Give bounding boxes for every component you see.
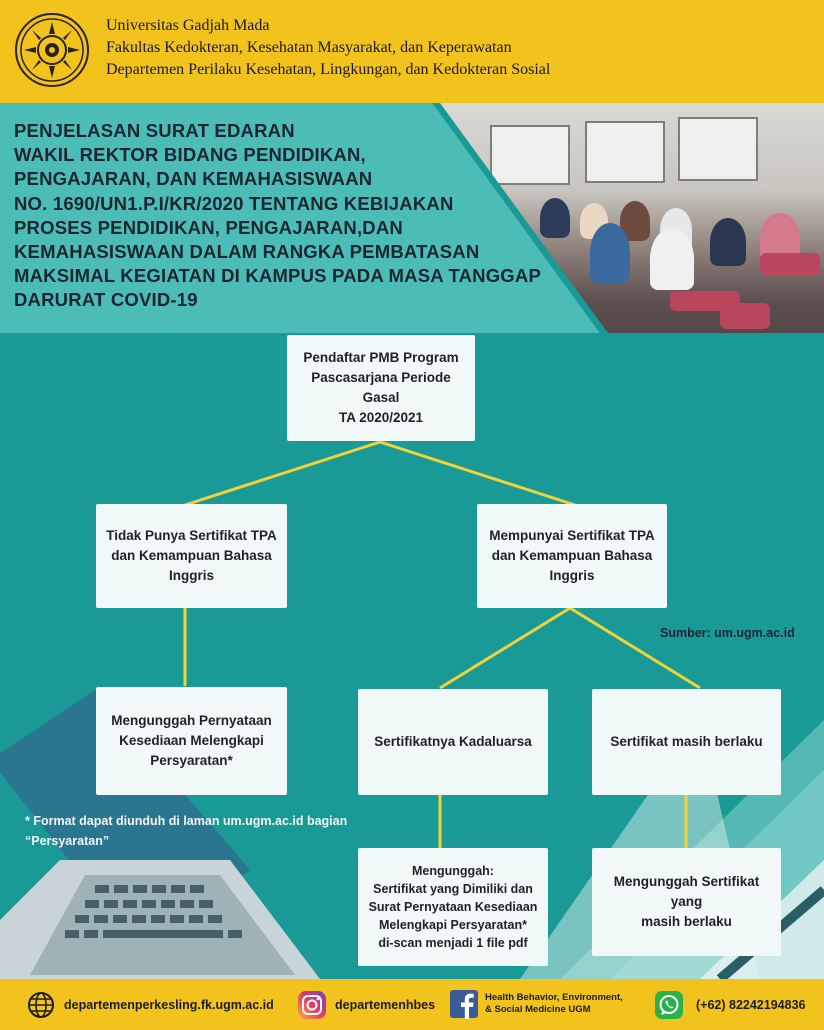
title-band: PENJELASAN SURAT EDARAN WAKIL REKTOR BID… (0, 103, 824, 333)
box-text: Mengunggah: Sertifikat yang Dimiliki dan… (368, 864, 538, 950)
facebook-icon (450, 990, 478, 1019)
connector-root-right (379, 440, 576, 507)
whatsapp-label: (+62) 82242194836 (696, 998, 806, 1012)
box-certificate-valid: Sertifikat masih berlaku (592, 689, 781, 795)
footer-facebook[interactable]: Health Behavior, Environment, & Social M… (449, 989, 623, 1019)
box-root-applicants: Pendaftar PMB Program Pascasarjana Perio… (287, 335, 475, 441)
box-no-certificate: Tidak Punya Sertifikat TPA dan Kemampuan… (96, 504, 287, 608)
box-upload-statement: Mengunggah Pernyataan Kesediaan Melengka… (96, 687, 287, 795)
box-text: Tidak Punya Sertifikat TPA dan Kemampuan… (106, 528, 277, 583)
box-upload-owned-certificate: Mengunggah: Sertifikat yang Dimiliki dan… (358, 848, 548, 966)
box-text: Mengunggah Sertifikat yang masih berlaku (613, 874, 760, 929)
department-name: Departemen Perilaku Kesehatan, Lingkunga… (106, 61, 551, 78)
box-has-certificate: Mempunyai Sertifikat TPA dan Kemampuan B… (477, 504, 667, 608)
title-line: MAKSIMAL KEGIATAN DI KAMPUS PADA MASA TA… (14, 265, 541, 287)
box-text: Mempunyai Sertifikat TPA dan Kemampuan B… (489, 528, 655, 583)
title-line: PENGAJARAN, DAN KEMAHASISWAAN (14, 168, 373, 190)
title-line: PENJELASAN SURAT EDARAN (14, 120, 295, 141)
footnote: * Format dapat diunduh di laman um.ugm.a… (25, 814, 348, 848)
instagram-label: departemenhbes (335, 998, 436, 1012)
faculty-name: Fakultas Kedokteran, Kesehatan Masyaraka… (106, 39, 512, 56)
title-line: KEMAHASISWAAN DALAM RANGKA PEMBATASAN (14, 241, 480, 263)
footer-whatsapp[interactable]: (+62) 82242194836 (654, 990, 805, 1020)
connector-root-left (184, 440, 381, 507)
university-name: Universitas Gadjah Mada (106, 17, 270, 34)
laptop-illustration (0, 690, 320, 979)
facebook-label: Health Behavior, Environment, & Social M… (485, 992, 623, 1016)
connector-right-expired (439, 606, 571, 690)
box-certificate-expired: Sertifikatnya Kadaluarsa (358, 689, 548, 795)
footer-bar: departemenperkesling.fk.ugm.ac.id depart… (0, 979, 824, 1030)
title-background-shape (0, 103, 608, 333)
page-title: PENJELASAN SURAT EDARAN WAKIL REKTOR BID… (14, 119, 574, 313)
ugm-seal-logo (15, 13, 89, 87)
source-note: Sumber: um.ugm.ac.id (660, 626, 795, 640)
footer-instagram[interactable]: departemenhbes (297, 990, 435, 1020)
box-upload-valid-certificate: Mengunggah Sertifikat yang masih berlaku (592, 848, 781, 956)
title-line: WAKIL REKTOR BIDANG PENDIDIKAN, (14, 144, 366, 166)
website-label: departemenperkesling.fk.ugm.ac.id (64, 998, 274, 1012)
title-line: PROSES PENDIDIKAN, PENGAJARAN,DAN (14, 216, 403, 238)
box-text: Pendaftar PMB Program Pascasarjana Perio… (303, 350, 459, 425)
title-line: DARURAT COVID-19 (14, 289, 198, 311)
instagram-icon (298, 991, 326, 1019)
facebook-label-line2: & Social Medicine UGM (485, 1004, 591, 1015)
facebook-label-line1: Health Behavior, Environment, (485, 992, 623, 1003)
box-text: Mengunggah Pernyataan Kesediaan Melengka… (111, 713, 272, 768)
institution-name: Universitas Gadjah Mada Fakultas Kedokte… (106, 15, 550, 81)
whatsapp-icon (655, 991, 683, 1019)
footer-website[interactable]: departemenperkesling.fk.ugm.ac.id (26, 990, 274, 1020)
box-text: Sertifikatnya Kadaluarsa (374, 734, 532, 749)
title-line: NO. 1690/UN1.P.I/KR/2020 TENTANG KEBIJAK… (14, 192, 454, 214)
box-text: Sertifikat masih berlaku (610, 734, 763, 749)
globe-icon (28, 992, 54, 1018)
header-bar: Universitas Gadjah Mada Fakultas Kedokte… (0, 0, 824, 103)
connector-right-valid (569, 606, 701, 690)
